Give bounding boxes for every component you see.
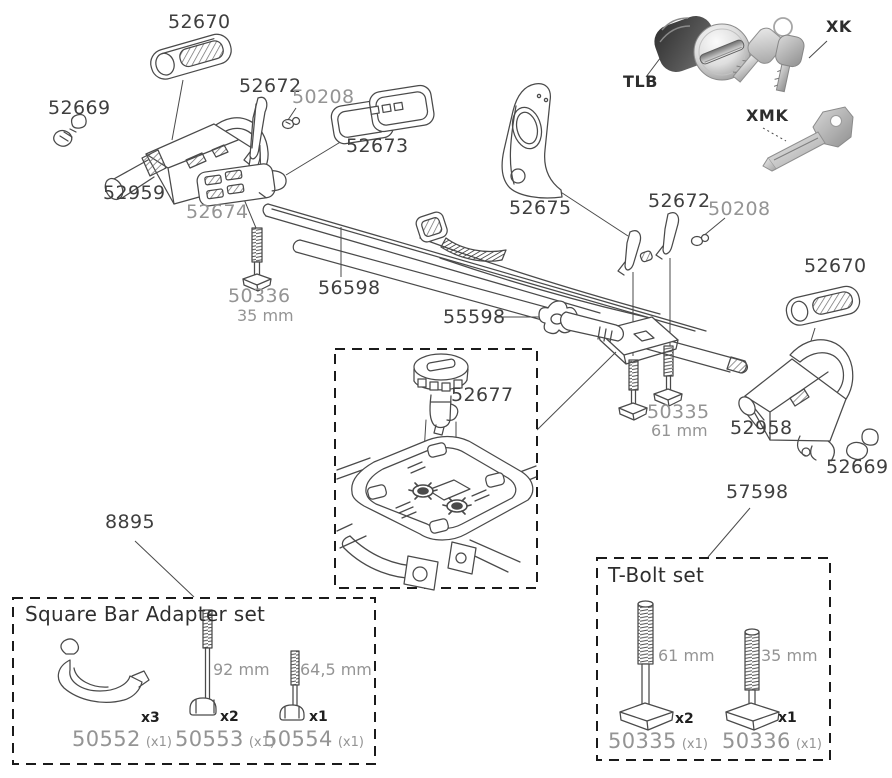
adapter-item-1-label: 50553 (x1)	[175, 729, 275, 750]
screw-left-drawing	[281, 116, 301, 130]
lever-left-drawing	[243, 96, 268, 165]
callout-bolt35-length: 35 mm	[237, 306, 294, 325]
wheel-holder-right-drawing	[738, 339, 854, 462]
adapter-item-0-qty: x3	[141, 710, 160, 726]
part-number: 50554	[264, 727, 333, 751]
adapter-item-0-label: 50552 (x1)	[72, 729, 172, 750]
lock-barrel-drawing	[413, 353, 469, 436]
callout-frame: 52673	[346, 135, 409, 157]
callout-holder-right: 52958	[730, 417, 793, 439]
label-lock-cylinder: TLB	[623, 72, 659, 91]
part-number: 50335	[608, 729, 677, 753]
adapter-plate-drawing	[196, 163, 287, 207]
pack-size: (x1)	[681, 737, 708, 752]
clip-right-drawing	[846, 428, 879, 461]
callout-tray: 56598	[318, 277, 381, 299]
tbolt-item-1-length: 35 mm	[761, 646, 818, 665]
callout-lock: 52677	[451, 384, 514, 406]
adapter-item-1-length: 92 mm	[213, 660, 270, 679]
callout-plate: 52674	[186, 201, 249, 223]
t-bolt-set-drawings	[619, 600, 780, 731]
square-bar-adapter-box	[12, 597, 376, 765]
clip-left-drawing	[53, 113, 87, 147]
square-bar-adapter-drawings	[57, 609, 305, 721]
key-pair-photo	[732, 17, 805, 93]
pad-sleeve-right-drawing	[785, 285, 861, 326]
callout-screw-right: 50208	[708, 198, 771, 220]
callout-pad-left: 52670	[168, 11, 231, 33]
tbolt-item-0-qty: x2	[675, 711, 694, 727]
callout-holder-left: 52959	[103, 182, 166, 204]
tbolt-35-drawing	[242, 227, 272, 292]
tbolt-item-0-length: 61 mm	[658, 646, 715, 665]
lock-cylinder-photo	[654, 15, 751, 81]
adapter-item-2-qty: x1	[309, 709, 328, 725]
pack-size: (x1)	[248, 735, 275, 750]
callout-tbolt-set: 57598	[726, 481, 789, 503]
tbolt-item-1-label: 50336 (x1)	[722, 731, 822, 752]
part-number: 50553	[175, 727, 244, 751]
callout-lever-right: 52672	[648, 190, 711, 212]
callout-bolt61-length: 61 mm	[651, 421, 708, 440]
adapter-item-2-length: 64,5 mm	[300, 660, 372, 679]
callout-lever-left: 52672	[239, 75, 302, 97]
callout-clamp: 55598	[443, 306, 506, 328]
callout-adapter-set: 8895	[105, 511, 155, 533]
pad-sleeve-left-drawing	[150, 33, 232, 80]
callout-clip-right: 52669	[826, 456, 889, 478]
t-bolt-set-title: T-Bolt set	[608, 563, 705, 587]
part-number: 50552	[72, 727, 141, 751]
tbolt-item-1-qty: x1	[778, 710, 797, 726]
screw-right-drawing	[690, 233, 710, 247]
lever-right-drawing	[617, 212, 680, 276]
frame-drawing	[330, 84, 435, 145]
tbolt-item-0-label: 50335 (x1)	[608, 731, 708, 752]
tower-drawing	[501, 83, 563, 199]
pack-size: (x1)	[337, 735, 364, 750]
callout-clip-left: 52669	[48, 97, 111, 119]
master-key-photo	[762, 106, 854, 172]
adapter-item-2-label: 50554 (x1)	[264, 729, 364, 750]
pack-size: (x1)	[145, 735, 172, 750]
lock-detail-plate-drawing	[336, 419, 537, 591]
label-key-pair: XK	[826, 17, 852, 36]
callout-tower: 52675	[509, 197, 572, 219]
square-bar-adapter-title: Square Bar Adapter set	[25, 602, 266, 626]
callout-bolt61: 50335	[647, 401, 710, 423]
label-master-key: XMK	[746, 106, 789, 125]
adapter-item-1-qty: x2	[220, 709, 239, 725]
callout-bolt35: 50336	[228, 285, 291, 307]
t-bolt-set-box	[596, 557, 831, 761]
clamp-knob-drawing	[538, 300, 624, 343]
callout-pad-right: 52670	[804, 255, 867, 277]
pack-size: (x1)	[795, 737, 822, 752]
tbolt-61-pair-drawing	[618, 345, 683, 421]
part-number: 50336	[722, 729, 791, 753]
callout-screw-left: 50208	[292, 86, 355, 108]
dashed-boxes	[12, 348, 831, 765]
